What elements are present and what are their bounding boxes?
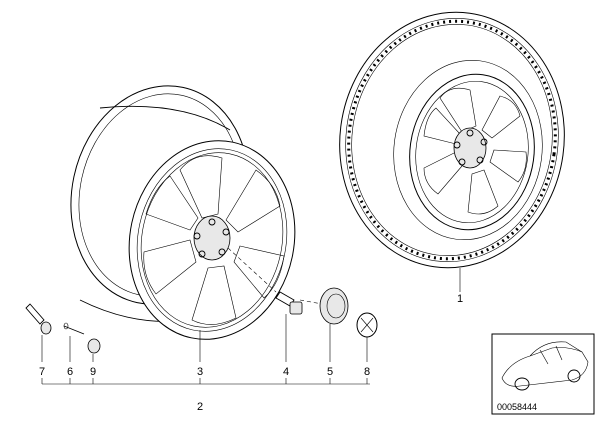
- vehicle-inset: 00058444: [491, 333, 595, 415]
- emblem[interactable]: [356, 312, 378, 338]
- valve-cap[interactable]: [87, 338, 101, 354]
- valve[interactable]: [25, 303, 52, 335]
- callout-7: 7: [39, 366, 45, 378]
- callout-6: 6: [67, 366, 73, 378]
- callout-4: 4: [283, 366, 289, 378]
- inset-code: 00058444: [497, 402, 537, 412]
- complete-wheel-assembly[interactable]: [323, 0, 580, 282]
- callout-5: 5: [327, 366, 333, 378]
- valve-insert[interactable]: [63, 322, 85, 335]
- callout-3: 3: [197, 366, 203, 378]
- callout-8: 8: [364, 366, 370, 378]
- callout-lines: [41, 268, 461, 385]
- hub-cap[interactable]: [299, 287, 349, 325]
- wheel-bolt[interactable]: [227, 247, 303, 315]
- callout-1: 1: [457, 293, 463, 305]
- callout-2: 2: [197, 401, 203, 413]
- alloy-rim[interactable]: [51, 69, 313, 355]
- callout-9: 9: [90, 366, 96, 378]
